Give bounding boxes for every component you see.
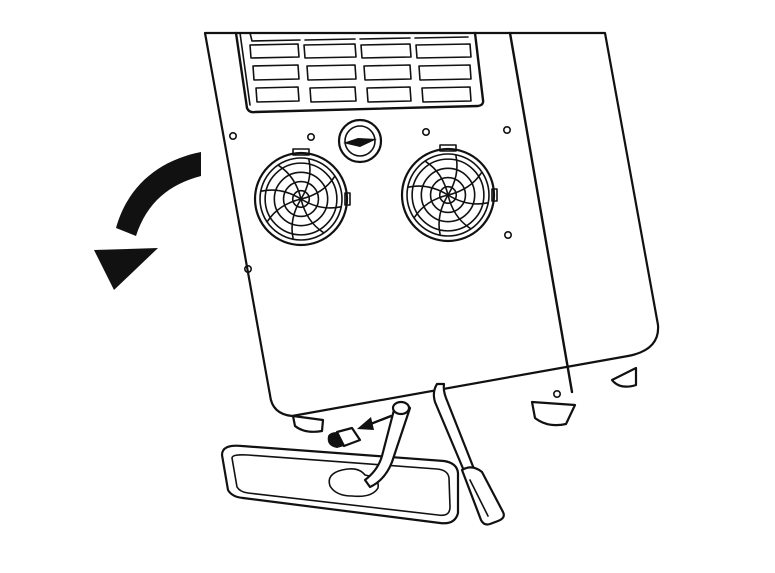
screw-hole bbox=[229, 132, 238, 141]
fan-spoke bbox=[413, 194, 449, 218]
screw-hole bbox=[552, 389, 561, 398]
screwdriver bbox=[432, 382, 505, 526]
fan-spoke bbox=[300, 198, 324, 234]
fan-ring bbox=[420, 167, 476, 223]
fan-ring bbox=[282, 180, 320, 218]
fan-clip bbox=[344, 192, 351, 206]
drain-outlet-tube bbox=[363, 400, 412, 489]
fan-spoke bbox=[425, 160, 449, 196]
drip-pan bbox=[220, 444, 460, 525]
drain-plug-cap bbox=[327, 426, 362, 448]
drain-flow-arrow bbox=[357, 414, 393, 430]
fan-spoke bbox=[438, 194, 449, 236]
fan-spoke bbox=[278, 164, 302, 200]
fan-spoke bbox=[447, 194, 489, 205]
tilt-arrow bbox=[94, 152, 201, 290]
screw-hole bbox=[421, 128, 430, 137]
fan-clip bbox=[491, 188, 498, 202]
fan-ring bbox=[264, 162, 338, 236]
fan-spoke bbox=[260, 189, 302, 200]
fan-spoke bbox=[300, 198, 342, 209]
fan-ring bbox=[438, 185, 458, 205]
fan-spoke bbox=[300, 176, 336, 200]
screw-hole bbox=[244, 264, 253, 273]
fan-spoke bbox=[291, 198, 302, 240]
left-fan-vent bbox=[253, 148, 351, 247]
screw-hole bbox=[502, 126, 511, 135]
foot-back bbox=[610, 366, 638, 388]
fan-tab bbox=[292, 148, 310, 156]
fan-ring bbox=[291, 189, 311, 209]
air-intake-grille bbox=[234, 31, 485, 114]
screw-hole bbox=[306, 133, 315, 142]
fan-spoke bbox=[407, 185, 449, 196]
fan-ring bbox=[429, 176, 467, 214]
foot-right bbox=[530, 400, 577, 427]
fan-spoke bbox=[266, 198, 302, 222]
fan-tab bbox=[439, 144, 457, 152]
fan-spoke bbox=[300, 158, 311, 200]
rear-knob bbox=[337, 118, 383, 164]
foot-left bbox=[291, 414, 325, 433]
fan-ring bbox=[411, 158, 485, 232]
fan-spoke bbox=[447, 194, 471, 230]
fan-spoke bbox=[447, 154, 458, 196]
fan-spoke bbox=[447, 172, 483, 196]
screw-hole bbox=[503, 231, 512, 240]
fan-ring bbox=[273, 171, 329, 227]
right-fan-vent bbox=[400, 144, 498, 243]
